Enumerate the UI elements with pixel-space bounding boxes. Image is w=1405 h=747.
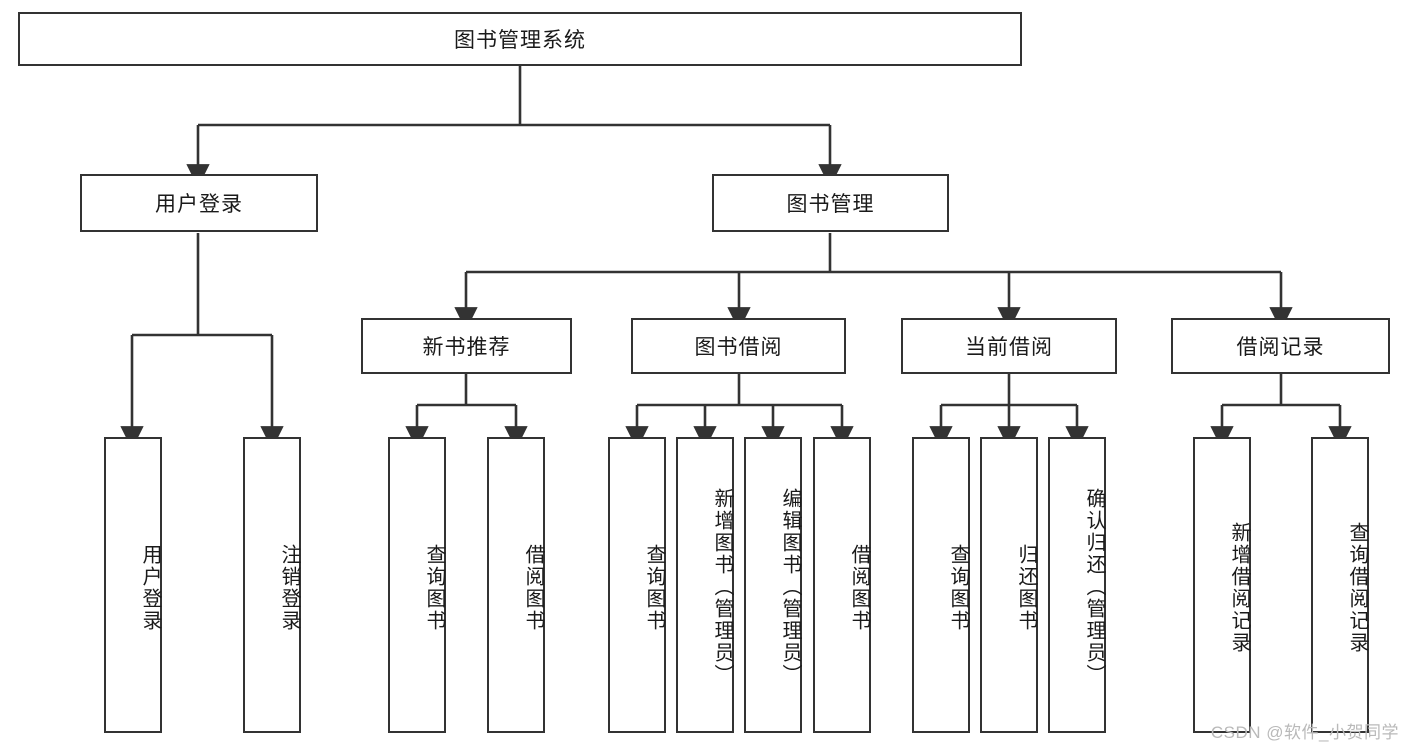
leaf-new-book-1-label: 借阅图书 bbox=[522, 544, 544, 632]
node-user-login-label: 用户登录 bbox=[155, 193, 243, 216]
node-new-book-recommend-label: 新书推荐 bbox=[422, 336, 511, 359]
leaf-new-book-0[interactable]: 查询图书 bbox=[388, 437, 446, 733]
leaf-book-borrow-3-label: 借阅图书 bbox=[848, 544, 870, 632]
node-root[interactable]: 图书管理系统 bbox=[18, 12, 1022, 66]
leaf-borrow-record-0[interactable]: 新增借阅记录 bbox=[1193, 437, 1251, 733]
leaf-user-login-1[interactable]: 注销登录 bbox=[243, 437, 301, 733]
leaf-current-borrow-2[interactable]: 确认归还（管理员） bbox=[1048, 437, 1106, 733]
node-book-borrow[interactable]: 图书借阅 bbox=[631, 318, 846, 374]
leaf-user-login-0[interactable]: 用户登录 bbox=[104, 437, 162, 733]
csdn-watermark: CSDN @软件_小贺同学 bbox=[1210, 723, 1399, 742]
leaf-book-borrow-3[interactable]: 借阅图书 bbox=[813, 437, 871, 733]
leaf-book-borrow-1[interactable]: 新增图书（管理员） bbox=[676, 437, 734, 733]
node-user-login[interactable]: 用户登录 bbox=[80, 174, 318, 232]
node-borrow-record[interactable]: 借阅记录 bbox=[1171, 318, 1390, 374]
node-current-borrow-label: 当前借阅 bbox=[965, 336, 1053, 359]
leaf-user-login-1-label: 注销登录 bbox=[278, 544, 300, 632]
node-book-manage-label: 图书管理 bbox=[786, 193, 875, 216]
leaf-current-borrow-0[interactable]: 查询图书 bbox=[912, 437, 970, 733]
leaf-new-book-0-label: 查询图书 bbox=[423, 544, 445, 632]
leaf-book-borrow-1-label: 新增图书（管理员） bbox=[711, 488, 733, 686]
node-book-manage[interactable]: 图书管理 bbox=[712, 174, 949, 232]
node-current-borrow[interactable]: 当前借阅 bbox=[901, 318, 1117, 374]
leaf-borrow-record-1[interactable]: 查询借阅记录 bbox=[1311, 437, 1369, 733]
node-book-borrow-label: 图书借阅 bbox=[694, 336, 783, 359]
leaf-book-borrow-2-label: 编辑图书（管理员） bbox=[779, 488, 801, 686]
leaf-borrow-record-1-label: 查询借阅记录 bbox=[1346, 522, 1368, 654]
leaf-current-borrow-2-label: 确认归还（管理员） bbox=[1083, 488, 1105, 686]
node-borrow-record-label: 借阅记录 bbox=[1236, 336, 1325, 359]
leaf-current-borrow-1[interactable]: 归还图书 bbox=[980, 437, 1038, 733]
leaf-book-borrow-2[interactable]: 编辑图书（管理员） bbox=[744, 437, 802, 733]
node-new-book-recommend[interactable]: 新书推荐 bbox=[361, 318, 572, 374]
leaf-user-login-0-label: 用户登录 bbox=[139, 544, 161, 632]
leaf-current-borrow-0-label: 查询图书 bbox=[947, 544, 969, 632]
leaf-book-borrow-0[interactable]: 查询图书 bbox=[608, 437, 666, 733]
leaf-book-borrow-0-label: 查询图书 bbox=[643, 544, 665, 632]
leaf-borrow-record-0-label: 新增借阅记录 bbox=[1228, 522, 1250, 654]
node-root-label: 图书管理系统 bbox=[454, 29, 586, 52]
leaf-current-borrow-1-label: 归还图书 bbox=[1015, 544, 1037, 632]
leaf-new-book-1[interactable]: 借阅图书 bbox=[487, 437, 545, 733]
